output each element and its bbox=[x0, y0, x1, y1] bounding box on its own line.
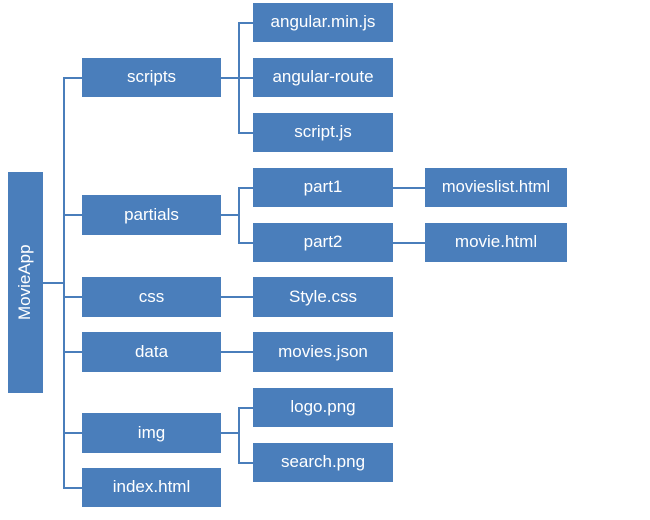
connector-scripts-stub bbox=[221, 77, 239, 79]
node-style-css[interactable]: Style.css bbox=[253, 277, 393, 317]
connector-img-stub bbox=[221, 432, 239, 434]
node-logo-png[interactable]: logo.png bbox=[253, 388, 393, 427]
node-search-png-label: search.png bbox=[280, 452, 366, 472]
node-script-js-label: script.js bbox=[294, 122, 352, 142]
connector-root-stub bbox=[43, 282, 64, 284]
node-movies-json[interactable]: movies.json bbox=[253, 332, 393, 372]
node-movie-html-label: movie.html bbox=[454, 232, 538, 252]
connector-scripts-to-script-js bbox=[238, 132, 254, 134]
node-index-html[interactable]: index.html bbox=[82, 468, 221, 507]
connector-img-bracket bbox=[238, 407, 240, 463]
node-data[interactable]: data bbox=[82, 332, 221, 372]
node-movieslist-html[interactable]: movieslist.html bbox=[425, 168, 567, 207]
node-css[interactable]: css bbox=[82, 277, 221, 317]
node-movies-json-label: movies.json bbox=[278, 341, 368, 361]
connector-part1-to-movieslist-html bbox=[393, 187, 426, 189]
node-index-html-label: index.html bbox=[112, 477, 191, 497]
node-search-png[interactable]: search.png bbox=[253, 443, 393, 482]
connector-spine-to-img bbox=[63, 432, 83, 434]
node-angular-route-label: angular-route bbox=[272, 67, 374, 87]
connector-spine-to-scripts bbox=[63, 77, 83, 79]
connector-spine-to-css bbox=[63, 296, 83, 298]
connector-img-to-search-png bbox=[238, 462, 254, 464]
node-angular-min-js-label: angular.min.js bbox=[270, 12, 376, 32]
node-angular-route[interactable]: angular-route bbox=[253, 58, 393, 97]
connector-spine-to-data bbox=[63, 351, 83, 353]
node-style-css-label: Style.css bbox=[288, 286, 358, 306]
node-script-js[interactable]: script.js bbox=[253, 113, 393, 152]
connector-scripts-to-angular-min-js bbox=[238, 22, 254, 24]
node-scripts-label: scripts bbox=[126, 67, 177, 87]
connector-spine-to-index-html bbox=[63, 487, 83, 489]
node-part1[interactable]: part1 bbox=[253, 168, 393, 207]
node-scripts[interactable]: scripts bbox=[82, 58, 221, 97]
node-img-label: img bbox=[137, 422, 166, 442]
node-movie-html[interactable]: movie.html bbox=[425, 223, 567, 262]
connector-partials-bracket bbox=[238, 187, 240, 243]
node-movieapp-label: MovieApp bbox=[15, 244, 35, 321]
node-logo-png-label: logo.png bbox=[290, 397, 356, 417]
node-data-label: data bbox=[134, 341, 169, 361]
connector-partials-to-part1 bbox=[238, 187, 254, 189]
node-part1-label: part1 bbox=[303, 177, 343, 197]
connector-spine-to-partials bbox=[63, 214, 83, 216]
node-partials[interactable]: partials bbox=[82, 195, 221, 235]
connector-partials-to-part2 bbox=[238, 242, 254, 244]
node-part2-label: part2 bbox=[303, 232, 343, 252]
connector-part2-to-movie-html bbox=[393, 242, 426, 244]
node-img[interactable]: img bbox=[82, 413, 221, 453]
node-part2[interactable]: part2 bbox=[253, 223, 393, 262]
node-movieslist-html-label: movieslist.html bbox=[441, 178, 551, 197]
connector-data-to-movies-json bbox=[221, 351, 254, 353]
node-partials-label: partials bbox=[124, 204, 179, 224]
connector-partials-stub bbox=[221, 214, 239, 216]
connector-img-to-logo-png bbox=[238, 407, 254, 409]
node-angular-min-js[interactable]: angular.min.js bbox=[253, 3, 393, 42]
node-css-label: css bbox=[138, 286, 165, 306]
node-movieapp[interactable]: MovieApp bbox=[8, 172, 43, 393]
connector-root-spine bbox=[63, 78, 65, 489]
connector-scripts-to-angular-route bbox=[238, 77, 254, 79]
connector-css-to-style-css bbox=[221, 296, 254, 298]
